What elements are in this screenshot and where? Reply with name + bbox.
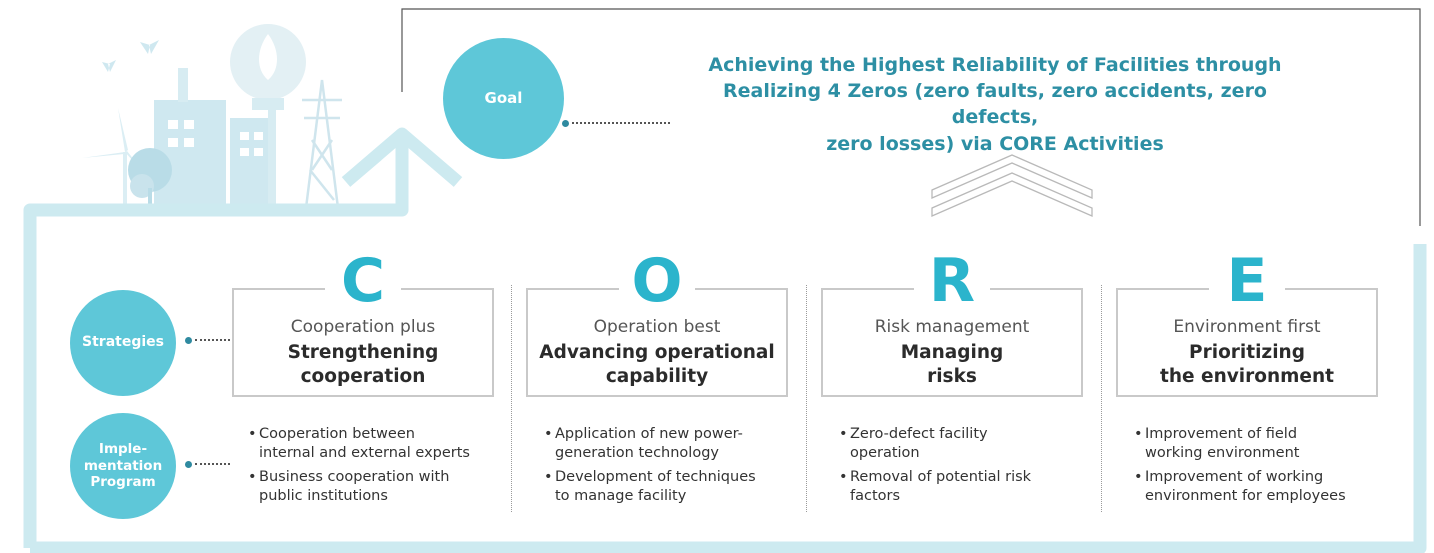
main-frame (23, 140, 1427, 553)
strategy-letter: E (1209, 246, 1285, 316)
strategy-title: Strengthening cooperation (287, 342, 439, 388)
strategies-circle: Strategies (70, 290, 176, 396)
strategy-box-r: R Risk management Managing risks (821, 246, 1083, 397)
chevron-up-icon (931, 154, 1093, 217)
strategies-connector-dot (183, 335, 194, 346)
list-item: Zero-defect facility operation (839, 425, 1089, 463)
strategies-connector-line (195, 339, 230, 341)
goal-text: Achieving the Highest Reliability of Fac… (708, 54, 1282, 155)
program-list-e: Improvement of field working environment… (1134, 425, 1394, 510)
goal-circle: Goal (443, 38, 564, 159)
strategy-subtitle: Risk management (874, 317, 1030, 337)
building-icon (154, 68, 276, 208)
column-separator (1101, 285, 1102, 512)
strategies-label: Strategies (82, 334, 164, 351)
power-tower-icon (302, 79, 342, 209)
butterfly-icon (102, 40, 159, 72)
implementation-connector-line (195, 463, 230, 465)
strategy-title: Managing risks (900, 342, 1004, 388)
list-item: Improvement of field working environment (1134, 425, 1394, 463)
list-item: Development of techniques to manage faci… (544, 468, 794, 506)
up-arrow-icon (341, 127, 463, 187)
goal-outline-frame (401, 8, 1421, 226)
strategy-box-e: E Environment first Prioritizing the env… (1116, 246, 1378, 397)
strategy-box-o: O Operation best Advancing operational c… (526, 246, 788, 397)
program-list-c: Cooperation between internal and externa… (248, 425, 498, 510)
strategy-letter: R (914, 246, 990, 316)
implementation-connector-dot (183, 459, 194, 470)
column-separator (806, 285, 807, 512)
list-item: Improvement of working environment for e… (1134, 468, 1394, 506)
goal-label: Goal (484, 89, 523, 108)
strategy-letter: C (325, 246, 401, 316)
strategy-subtitle: Environment first (1173, 317, 1321, 337)
list-item: Business cooperation with public institu… (248, 468, 498, 506)
city-illustration (82, 24, 342, 210)
program-list-o: Application of new power- generation tec… (544, 425, 794, 510)
list-item: Cooperation between internal and externa… (248, 425, 498, 463)
strategy-box-c: C Cooperation plus Strengthening coopera… (232, 246, 494, 397)
program-list-r: Zero-defect facility operation Removal o… (839, 425, 1089, 510)
column-separator (511, 285, 512, 512)
list-item: Removal of potential risk factors (839, 468, 1089, 506)
list-item: Application of new power- generation tec… (544, 425, 794, 463)
implementation-circle: Imple- mentation Program (70, 413, 176, 519)
strategy-subtitle: Cooperation plus (290, 317, 436, 337)
goal-connector-dot (560, 118, 571, 129)
goal-connector-line (572, 122, 670, 124)
strategy-title: Prioritizing the environment (1160, 342, 1334, 388)
implementation-label: Imple- mentation Program (83, 440, 163, 491)
strategy-title: Advancing operational capability (539, 342, 775, 388)
light-bulb-icon (230, 24, 306, 110)
strategy-subtitle: Operation best (593, 317, 721, 337)
strategy-letter: O (619, 246, 695, 316)
tree-icon (128, 148, 172, 210)
